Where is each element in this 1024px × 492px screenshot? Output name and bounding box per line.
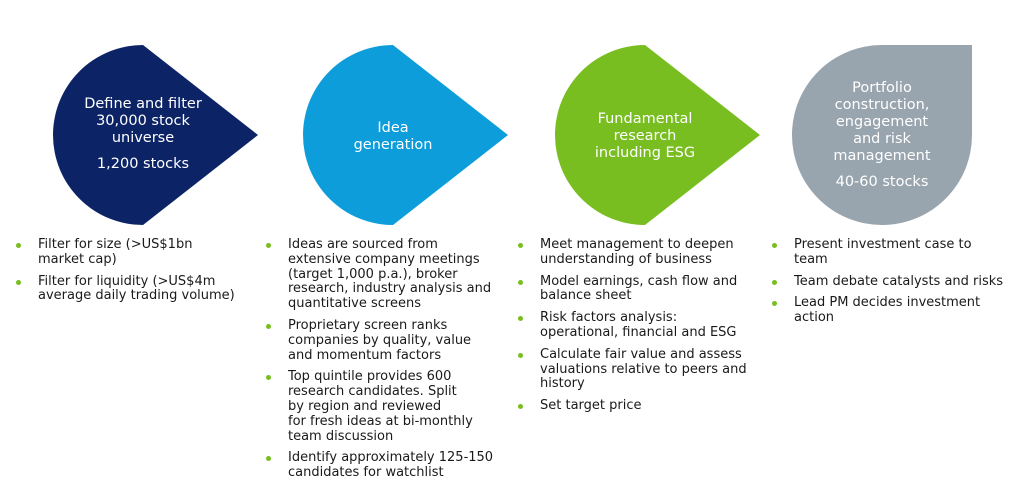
stage-portfolio-construction: Portfolio construction, engagement and r… [762,0,1012,492]
bullet-dot [518,243,523,248]
bullet-text: Meet management to deepen understanding … [540,237,734,267]
bullet-dot [266,375,271,381]
list-item: Filter for size (>US$1bn market cap) [14,237,258,268]
bullet-dot [518,352,523,358]
bullet-text: Identify approximately 125-150 candidate… [288,450,494,481]
bullet-text: Filter for liquidity (>US$4m average dai… [38,273,235,304]
list-item: Filter for liquidity (>US$4m average dai… [14,273,258,305]
list-item: Present investment case to team [770,237,1020,268]
list-item: Ideas are sourced from extensive company… [264,237,508,312]
bullet-text: Model earnings, cash flow and balance sh… [540,273,738,304]
stage-1-label: Define and filter 30,000 stock universe … [53,96,233,173]
bullet-text: Present investment case to team [794,237,972,267]
bullet-dot [518,316,523,322]
stage-2-bullet-list: Ideas are sourced from extensive company… [264,237,508,488]
bullet-text: Lead PM decides investment action [794,295,981,326]
stage-2-label: Idea generation [303,120,483,154]
stage-4-label: Portfolio construction, engagement and r… [792,80,972,191]
bullet-dot [518,279,523,285]
list-item: Meet management to deepen understanding … [516,237,760,268]
list-item: Identify approximately 125-150 candidate… [264,451,508,481]
list-item: Lead PM decides investment action [770,296,1020,326]
bullet-text: Proprietary screen ranks companies by qu… [288,317,472,363]
bullet-dot [266,243,271,248]
stage-1-title: Define and filter 30,000 stock universe [84,96,202,146]
stage-4-teardrop-shape [792,45,972,225]
stage-1-bullet-list: Filter for size (>US$1bn market cap) Fil… [14,237,258,311]
bullet-text: Ideas are sourced from extensive company… [288,237,492,312]
list-item: Proprietary screen ranks companies by qu… [264,317,508,363]
stage-2-title: Idea generation [353,120,433,153]
stage-idea-generation: Idea generation Ideas are sourced from e… [258,0,508,492]
bullet-text: Filter for size (>US$1bn market cap) [38,237,193,267]
bullet-dot [266,456,271,462]
stage-4-count: 40-60 stocks [835,174,929,190]
bullet-text: Top quintile provides 600 research candi… [288,369,473,444]
bullet-dot [16,279,21,285]
stage-4-title: Portfolio construction, engagement and r… [833,80,931,164]
bullet-dot [772,243,777,248]
bullet-dot [772,279,777,285]
bullet-text: Set target price [540,398,642,414]
stage-2-teardrop-shape [303,45,508,225]
bullet-dot [518,404,523,410]
list-item: Top quintile provides 600 research candi… [264,369,508,444]
bullet-dot [16,243,21,248]
stage-fundamental-research: Fundamental research including ESG Meet … [510,0,760,492]
bullet-dot [266,323,271,329]
list-item: Team debate catalysts and risks [770,273,1020,290]
list-item: Risk factors analysis: operational, fina… [516,310,760,341]
list-item: Model earnings, cash flow and balance sh… [516,273,760,305]
bullet-text: Team debate catalysts and risks [794,273,1004,289]
stage-3-teardrop-shape [555,45,760,225]
bullet-text: Risk factors analysis: operational, fina… [540,310,737,340]
list-item: Set target price [516,398,760,414]
stage-4-bullet-list: Present investment case to team Team deb… [770,237,1020,333]
stage-define-filter: Define and filter 30,000 stock universe … [8,0,258,492]
stage-1-teardrop-shape [53,45,258,225]
stage-3-bullet-list: Meet management to deepen understanding … [516,237,760,421]
bullet-dot [772,301,777,307]
stage-3-title: Fundamental research including ESG [594,111,696,161]
bullet-text: Calculate fair value and assess valuatio… [540,346,747,392]
list-item: Calculate fair value and assess valuatio… [516,346,760,392]
stage-3-label: Fundamental research including ESG [555,111,735,162]
stage-1-count: 1,200 stocks [96,156,190,172]
